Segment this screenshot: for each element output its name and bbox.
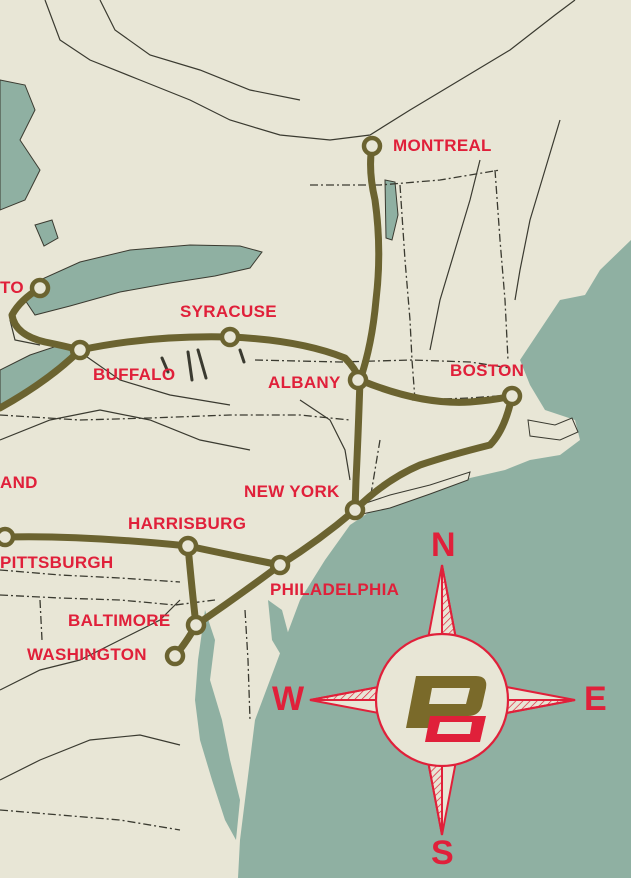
route-pittsburgh-harrisburg bbox=[1, 533, 192, 550]
city-label-montreal: MONTREAL bbox=[393, 136, 492, 155]
harrisburg-marker bbox=[177, 535, 199, 557]
compass-north-label: N bbox=[431, 526, 456, 564]
philadelphia-marker bbox=[269, 554, 291, 576]
albany-marker bbox=[347, 369, 369, 391]
geography-lines bbox=[0, 0, 576, 781]
route-toronto-buffalo bbox=[8, 284, 84, 354]
compass-east-label: E bbox=[584, 680, 607, 718]
city-markers bbox=[0, 135, 523, 667]
route-montreal-albany bbox=[356, 142, 383, 384]
pittsburgh-marker bbox=[0, 526, 16, 548]
city-label-pittsburgh: PITTSBURGH bbox=[0, 553, 114, 572]
toronto-marker bbox=[29, 277, 51, 299]
washington-marker bbox=[164, 645, 186, 667]
chesapeake-bay bbox=[195, 610, 240, 840]
lake-huron bbox=[0, 79, 41, 211]
city-label-new-york: NEW YORK bbox=[244, 482, 340, 501]
boston-marker bbox=[501, 385, 523, 407]
city-label-washington: WASHINGTON bbox=[27, 645, 147, 664]
route-boston-newyork bbox=[351, 392, 516, 514]
compass-west-label: W bbox=[272, 680, 305, 718]
buffalo-marker bbox=[69, 339, 91, 361]
new-york-marker bbox=[344, 499, 366, 521]
cape-cod bbox=[527, 417, 579, 441]
lake-champlain bbox=[384, 179, 399, 241]
finger-lakes bbox=[160, 348, 246, 382]
city-label-boston: BOSTON bbox=[450, 361, 525, 380]
baltimore-marker bbox=[185, 614, 207, 636]
long-island bbox=[359, 471, 471, 515]
city-label-harrisburg: HARRISBURG bbox=[128, 514, 247, 533]
route-buffalo-syracuse bbox=[76, 333, 234, 354]
lake-simcoe bbox=[34, 219, 59, 247]
city-label-syracuse: SYRACUSE bbox=[180, 302, 277, 321]
syracuse-marker bbox=[219, 326, 241, 348]
delaware-bay bbox=[268, 600, 290, 660]
city-label-baltimore: BALTIMORE bbox=[68, 611, 171, 630]
city-label-toronto: TO bbox=[0, 278, 24, 297]
city-label-philadelphia: PHILADELPHIA bbox=[270, 580, 400, 599]
penn-central-logo-icon bbox=[406, 676, 487, 742]
city-label-buffalo: BUFFALO bbox=[93, 365, 176, 384]
route-albany-boston bbox=[356, 376, 516, 406]
rail-routes bbox=[0, 142, 516, 660]
route-philadelphia-baltimore bbox=[192, 561, 284, 629]
lake-ontario bbox=[24, 244, 263, 316]
city-label-albany: ALBANY bbox=[268, 373, 341, 392]
montreal-marker bbox=[361, 135, 383, 157]
compass-south-label: S bbox=[431, 834, 454, 872]
city-label-cleveland: AND bbox=[0, 473, 38, 492]
route-albany-newyork bbox=[351, 376, 364, 514]
atlantic-ocean bbox=[238, 240, 631, 878]
